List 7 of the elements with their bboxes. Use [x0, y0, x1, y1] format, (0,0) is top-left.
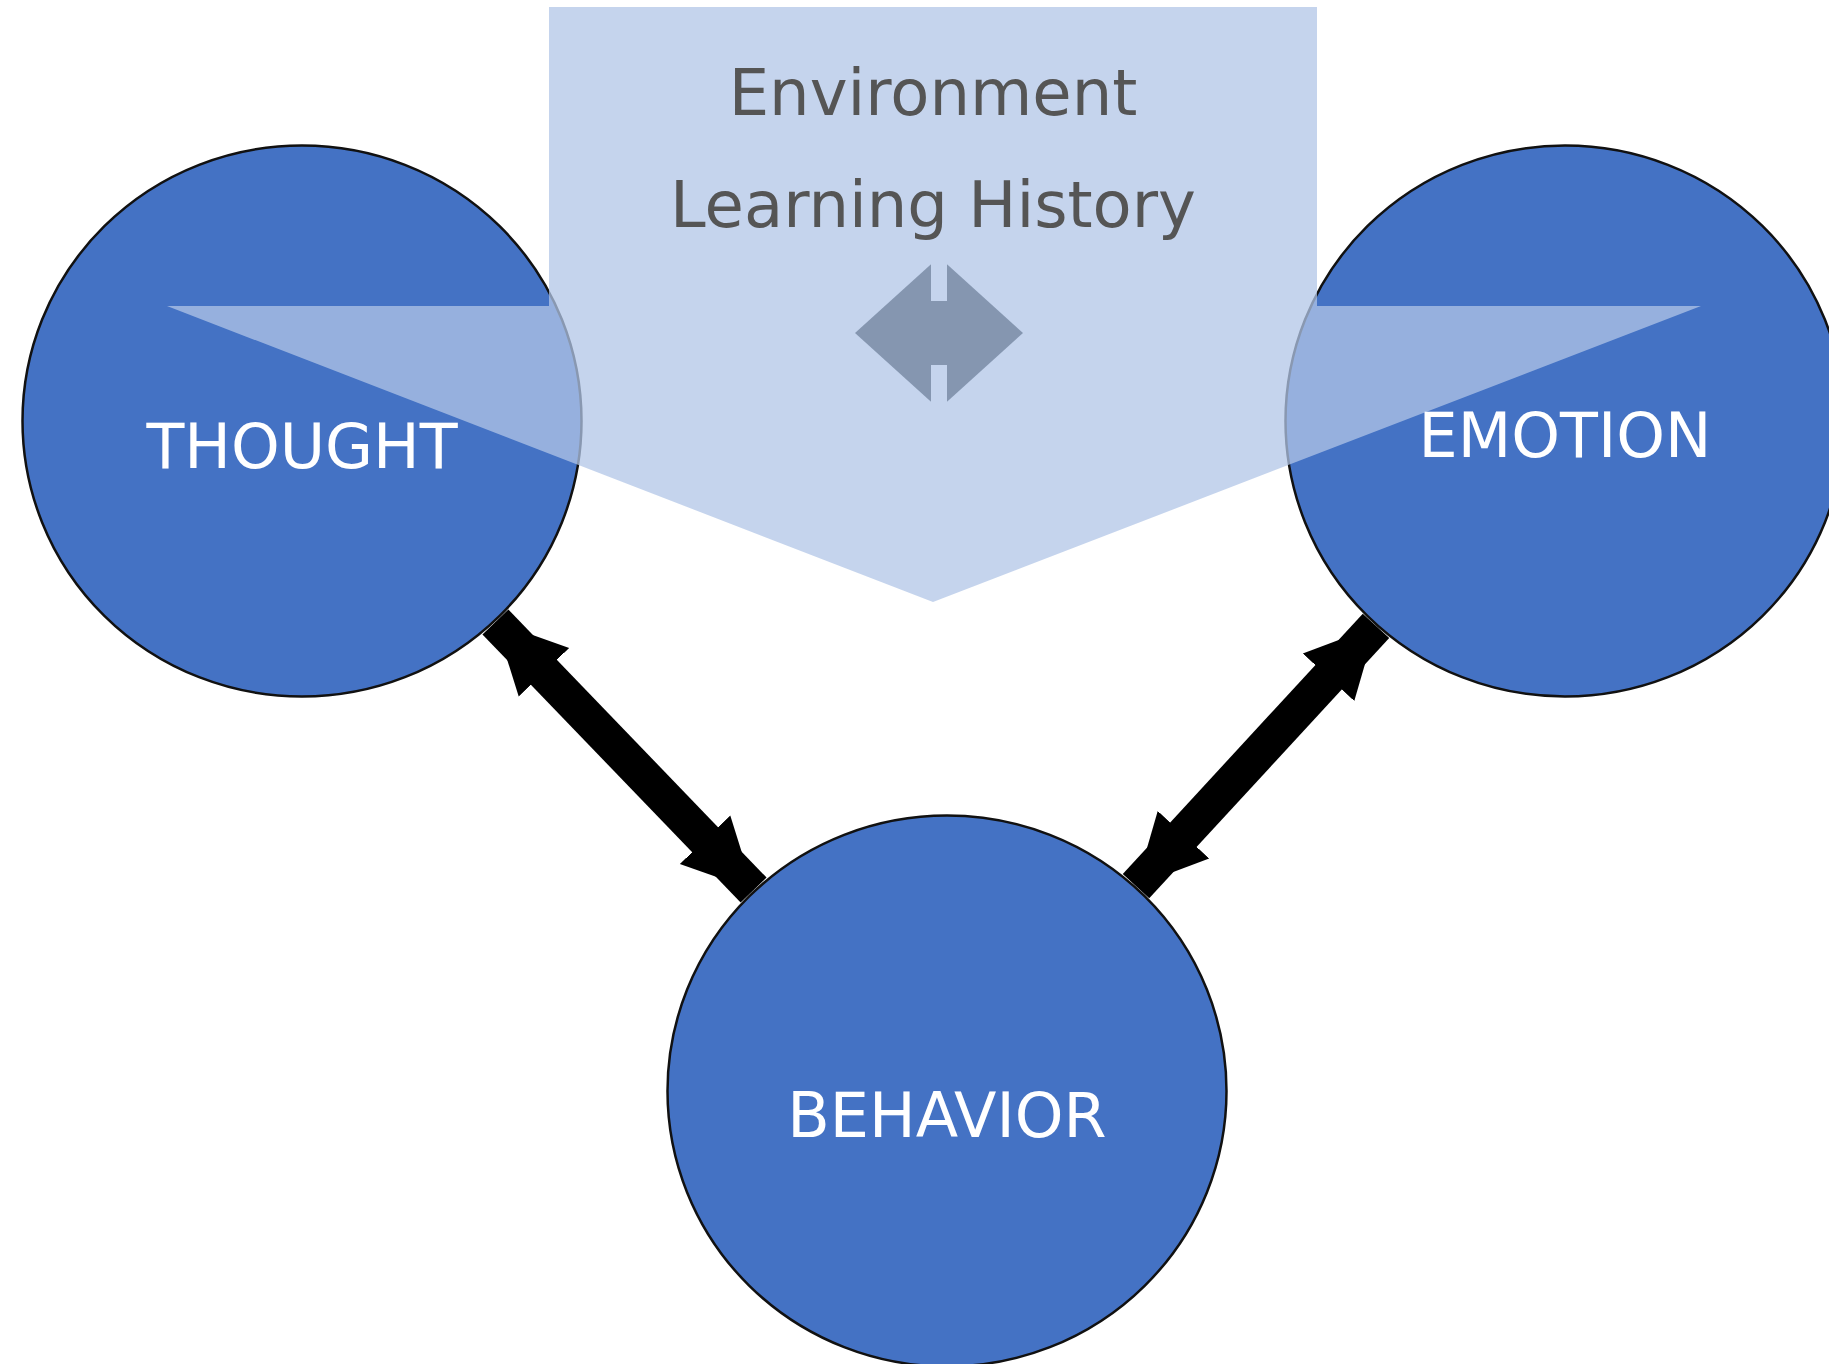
- double-headed-arrow: [1122, 613, 1390, 899]
- concept-label: THOUGHT: [146, 409, 458, 483]
- banner-heading: Environment: [728, 56, 1138, 130]
- concept-label: BEHAVIOR: [787, 1078, 1107, 1152]
- double-headed-arrow: [482, 609, 767, 903]
- banner-heading: Learning History: [670, 168, 1196, 242]
- concept-label: EMOTION: [1418, 398, 1712, 472]
